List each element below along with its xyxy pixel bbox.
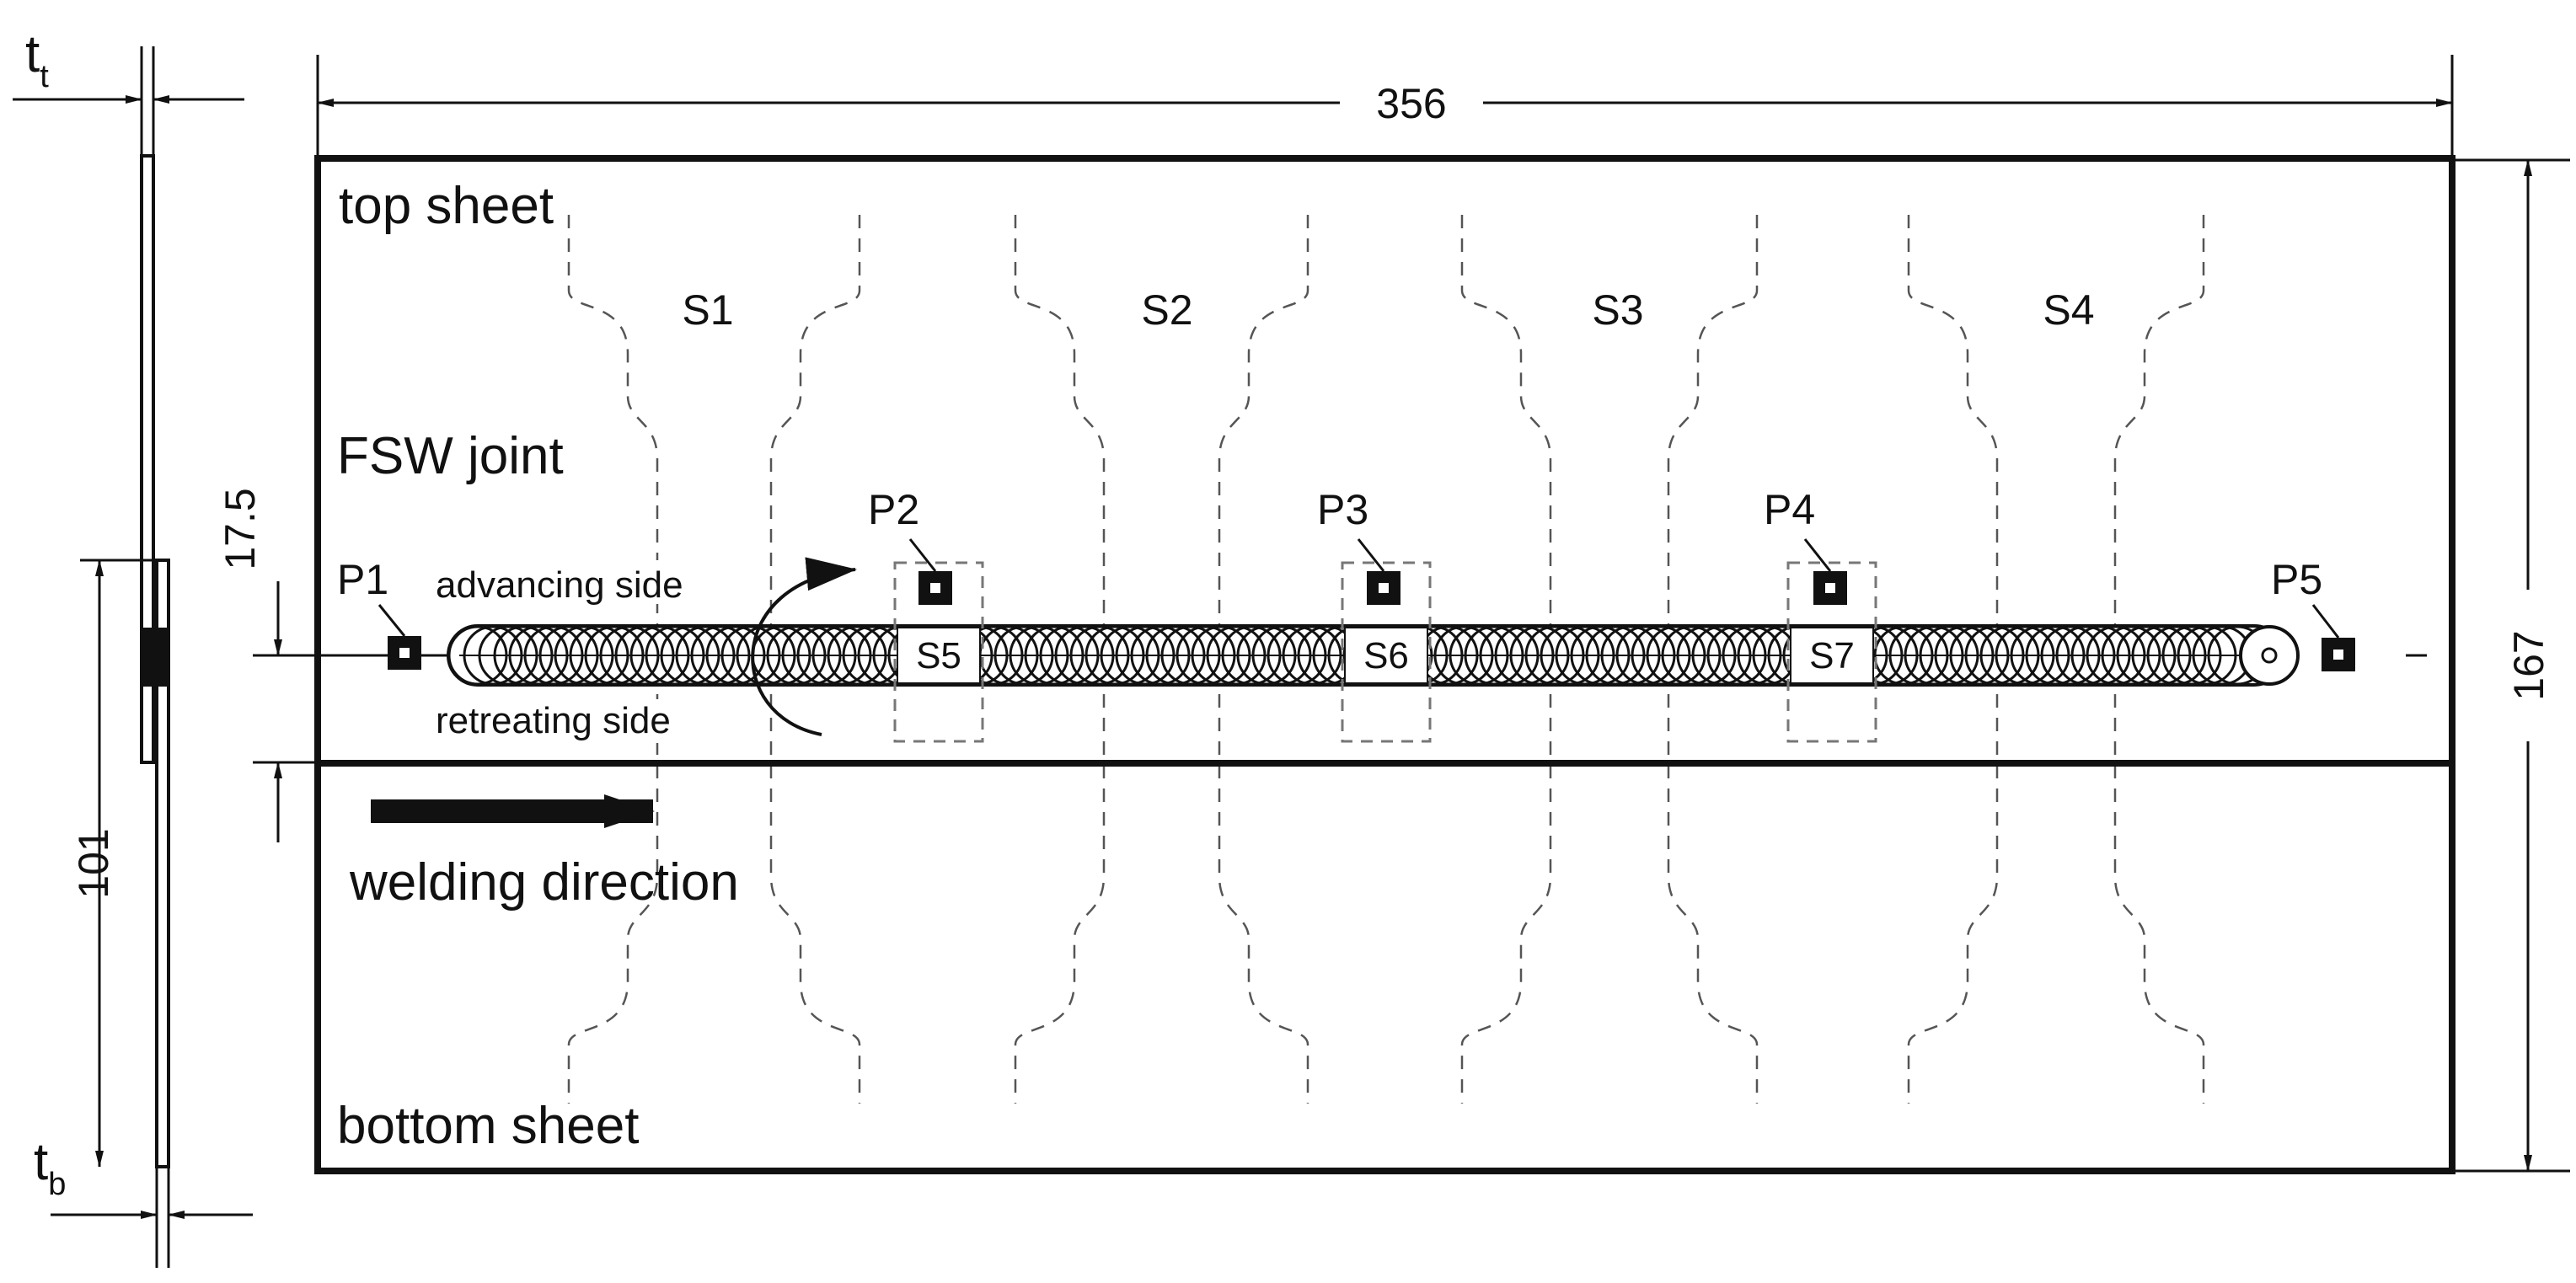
point-p1-label: P1 xyxy=(337,556,388,603)
specimen-s5-box xyxy=(893,561,984,743)
side-view: tt tb 101 xyxy=(13,25,253,1268)
joint-offset-label: 17.5 xyxy=(217,488,264,569)
side-top-sheet xyxy=(140,154,155,764)
overall-length-label: 356 xyxy=(1376,80,1446,127)
point-p3: P3 xyxy=(1317,486,1400,605)
bottom-sheet-outline xyxy=(314,760,2456,1174)
top-sheet-label: top sheet xyxy=(339,177,554,235)
top-thickness-label: tt xyxy=(25,25,49,94)
plan-view: 356 167 17.5 top sheet bottom sheet FSW … xyxy=(217,55,2570,1174)
specimen-s6-label: S6 xyxy=(1363,635,1409,676)
specimen-s4-label: S4 xyxy=(2043,286,2094,334)
overall-width-label: 167 xyxy=(2505,630,2552,700)
specimen-s6-box xyxy=(1341,561,1432,743)
specimen-outlines xyxy=(567,215,2205,1104)
advancing-side-label: advancing side xyxy=(436,564,683,606)
bottom-sheet-width-label: 101 xyxy=(70,828,117,898)
point-p5-label: P5 xyxy=(2271,556,2322,603)
point-p3-label: P3 xyxy=(1317,486,1368,533)
rotation-arrow xyxy=(751,557,857,736)
point-p2-label: P2 xyxy=(868,486,919,533)
side-bottom-sheet xyxy=(155,559,170,1168)
point-p4: P4 xyxy=(1764,486,1847,605)
side-weld-nugget xyxy=(142,628,169,687)
specimen-s5-label: S5 xyxy=(916,635,961,676)
point-p5: P5 xyxy=(2271,556,2427,671)
specimen-s7-box xyxy=(1786,561,1877,743)
bottom-thickness-label: tb xyxy=(34,1133,66,1202)
specimen-s2-label: S2 xyxy=(1141,286,1192,334)
bottom-sheet-label: bottom sheet xyxy=(337,1097,639,1155)
retreating-side-label: retreating side xyxy=(436,700,671,741)
point-p1: P1 xyxy=(337,556,421,670)
fsw-joint-label: FSW joint xyxy=(337,427,564,485)
welding-direction-label: welding direction xyxy=(349,853,739,911)
specimen-s1-label: S1 xyxy=(682,286,733,334)
specimen-s3-label: S3 xyxy=(1592,286,1643,334)
point-p4-label: P4 xyxy=(1764,486,1815,533)
specimen-s7-label: S7 xyxy=(1809,635,1855,676)
point-p2: P2 xyxy=(868,486,952,605)
